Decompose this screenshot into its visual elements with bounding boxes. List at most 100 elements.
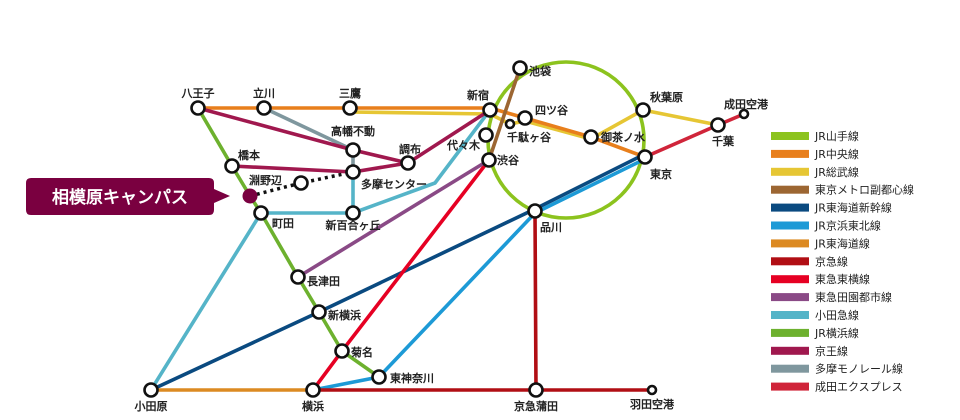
legend-label: 京王線 — [815, 344, 848, 358]
label-shibuya: 渋谷 — [497, 153, 520, 167]
station-tachikawa[interactable] — [256, 100, 272, 116]
legend-swatch — [771, 364, 809, 373]
station-fuchinobe-campus[interactable] — [242, 188, 258, 204]
line-tama-monorail — [262, 106, 355, 174]
legend-swatch — [771, 203, 809, 212]
callout-bubble — [26, 178, 230, 215]
legend-item: 多摩モノレール線 — [771, 362, 903, 376]
label-haneda: 羽田空港 — [630, 397, 675, 411]
campus-callout[interactable]: 相模原キャンパス — [26, 178, 230, 215]
station-hashimoto[interactable] — [224, 158, 240, 174]
label-odawara: 小田原 — [134, 399, 168, 413]
station-machida[interactable] — [253, 205, 269, 221]
legend-swatch — [771, 275, 809, 284]
label-machida: 町田 — [272, 217, 294, 230]
station-haneda[interactable] — [646, 384, 658, 396]
station-yokohama[interactable] — [305, 382, 321, 398]
station-shinjuku[interactable] — [482, 102, 498, 118]
legend-swatch — [771, 132, 809, 140]
station-yotsuya[interactable] — [517, 110, 533, 126]
legend-label: JR東海道新幹線 — [814, 201, 892, 215]
label-yotsuya: 四ツ谷 — [535, 103, 569, 117]
legend-label: JR横浜線 — [814, 326, 859, 340]
station-narita[interactable] — [738, 108, 750, 120]
station-kikuna[interactable] — [334, 343, 350, 359]
line-shinkansen — [149, 153, 645, 392]
station-shinyurigaoka[interactable] — [345, 205, 361, 221]
legend-item: JR中央線 — [771, 147, 859, 161]
station-odawara[interactable] — [143, 382, 159, 398]
label-mitaka: 三鷹 — [339, 86, 361, 100]
line-keihin-tohoku — [311, 157, 647, 392]
legend-label: 東急東横線 — [815, 272, 870, 286]
legend-item: JR東海道新幹線 — [771, 201, 892, 215]
legend-swatch — [771, 346, 809, 355]
label-narita: 成田空港 — [724, 97, 769, 111]
label-shinjuku: 新宿 — [467, 88, 489, 102]
legend-item: 東急東横線 — [771, 272, 870, 286]
legend-swatch — [771, 221, 809, 230]
line-keio — [196, 106, 492, 165]
station-mitaka[interactable] — [342, 100, 358, 116]
station-nagatsuta[interactable] — [290, 269, 306, 285]
legend-item: 成田エクスプレス — [771, 381, 903, 394]
legend-swatch — [771, 239, 809, 248]
label-hashimoto: 橋本 — [238, 148, 260, 162]
station-higashikanagawa[interactable] — [371, 369, 387, 385]
label-fuchinobe: 淵野辺 — [249, 173, 282, 187]
station-akihabara[interactable] — [635, 102, 651, 118]
legend-label: JR京浜東北線 — [814, 219, 881, 233]
station-chiba[interactable] — [710, 117, 726, 133]
label-ochanomizu: 御茶ノ水 — [600, 130, 646, 144]
stations — [143, 60, 750, 398]
callout-label: 相模原キャンパス — [52, 187, 188, 208]
station-shinagawa[interactable] — [527, 203, 543, 219]
station-ochanomizu[interactable] — [583, 129, 599, 145]
legend-label: JR山手線 — [814, 129, 859, 143]
legend-swatch — [771, 311, 809, 319]
label-akihabara: 秋葉原 — [650, 90, 683, 104]
legend-swatch — [771, 185, 809, 194]
label-sendagaya: 千駄ヶ谷 — [507, 130, 552, 144]
station-ikebukuro[interactable] — [512, 60, 528, 76]
station-shinyokohama[interactable] — [311, 304, 327, 320]
legend-item: 京王線 — [771, 344, 848, 358]
label-tachikawa: 立川 — [253, 86, 275, 100]
station-hachioji[interactable] — [190, 100, 206, 116]
station-shibuya[interactable] — [481, 152, 497, 168]
station-sendagaya[interactable] — [504, 118, 516, 130]
legend-label: 小田急線 — [815, 308, 859, 322]
legend-item: 京急線 — [771, 254, 848, 268]
legend-item: JR山手線 — [771, 129, 859, 143]
legend-swatch — [771, 293, 809, 302]
legend-label: 京急線 — [815, 254, 848, 268]
label-keikyukamata: 京急蒲田 — [514, 399, 558, 413]
station-unnamed[interactable] — [293, 175, 309, 191]
legend-label: 多摩モノレール線 — [815, 362, 903, 376]
station-tamacenter[interactable] — [345, 164, 361, 180]
label-yokohama: 横浜 — [302, 399, 324, 413]
legend-item: JR京浜東北線 — [771, 219, 881, 233]
legend-swatch — [771, 257, 809, 266]
legend-label: 東京メトロ副都心線 — [815, 183, 914, 197]
legend-item: 東京メトロ副都心線 — [771, 183, 914, 197]
station-chofu[interactable] — [400, 155, 416, 171]
legend-item: JR横浜線 — [771, 326, 859, 340]
station-keikyukamata[interactable] — [528, 382, 544, 398]
label-chiba: 千葉 — [712, 134, 735, 148]
legend-label: JR東海道線 — [814, 236, 870, 250]
label-tamacenter: 多摩センター — [361, 177, 427, 191]
legend-item: 東急田園都市線 — [771, 290, 892, 304]
legend-label: 成田エクスプレス — [815, 381, 903, 394]
station-yoyogi[interactable] — [478, 127, 494, 143]
label-higashikanagawa: 東神奈川 — [390, 371, 434, 385]
line-odakyu — [149, 108, 492, 392]
station-takahatafudo[interactable] — [345, 142, 361, 158]
legend-item: JR東海道線 — [771, 236, 870, 250]
legend-label: JR総武線 — [814, 165, 859, 179]
line-keio-sagamihara — [230, 161, 410, 174]
label-shinagawa: 品川 — [540, 221, 562, 234]
station-tokyo[interactable] — [637, 149, 653, 165]
